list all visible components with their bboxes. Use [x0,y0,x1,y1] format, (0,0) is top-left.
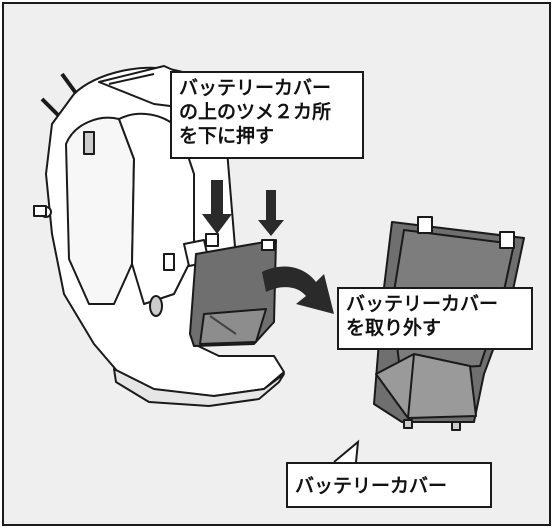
press-tabs-callout: バッテリーカバー の上のツメ２カ所 を下に押す [170,71,364,159]
callout-pointer [333,439,360,463]
down-arrow-icon [258,190,284,236]
press-tabs-line-3: を下に押す [179,125,275,147]
remove-cover-line-1: バッテリーカバー [346,293,499,315]
remove-cover-line-2: を取り外す [346,317,442,339]
press-tabs-line-1: バッテリーカバー [179,77,332,99]
transmitter-illustration [33,65,285,407]
battery-cover-label: バッテリーカバー [286,462,492,508]
remove-cover-callout: バッテリーカバー を取り外す [337,287,533,350]
battery-cover-label-text: バッテリーカバー [295,475,448,497]
curved-arrow-icon [262,266,334,314]
down-arrow-icon [202,180,232,234]
attached-battery-cover [189,233,277,347]
press-tabs-line-2: の上のツメ２カ所 [179,101,332,123]
